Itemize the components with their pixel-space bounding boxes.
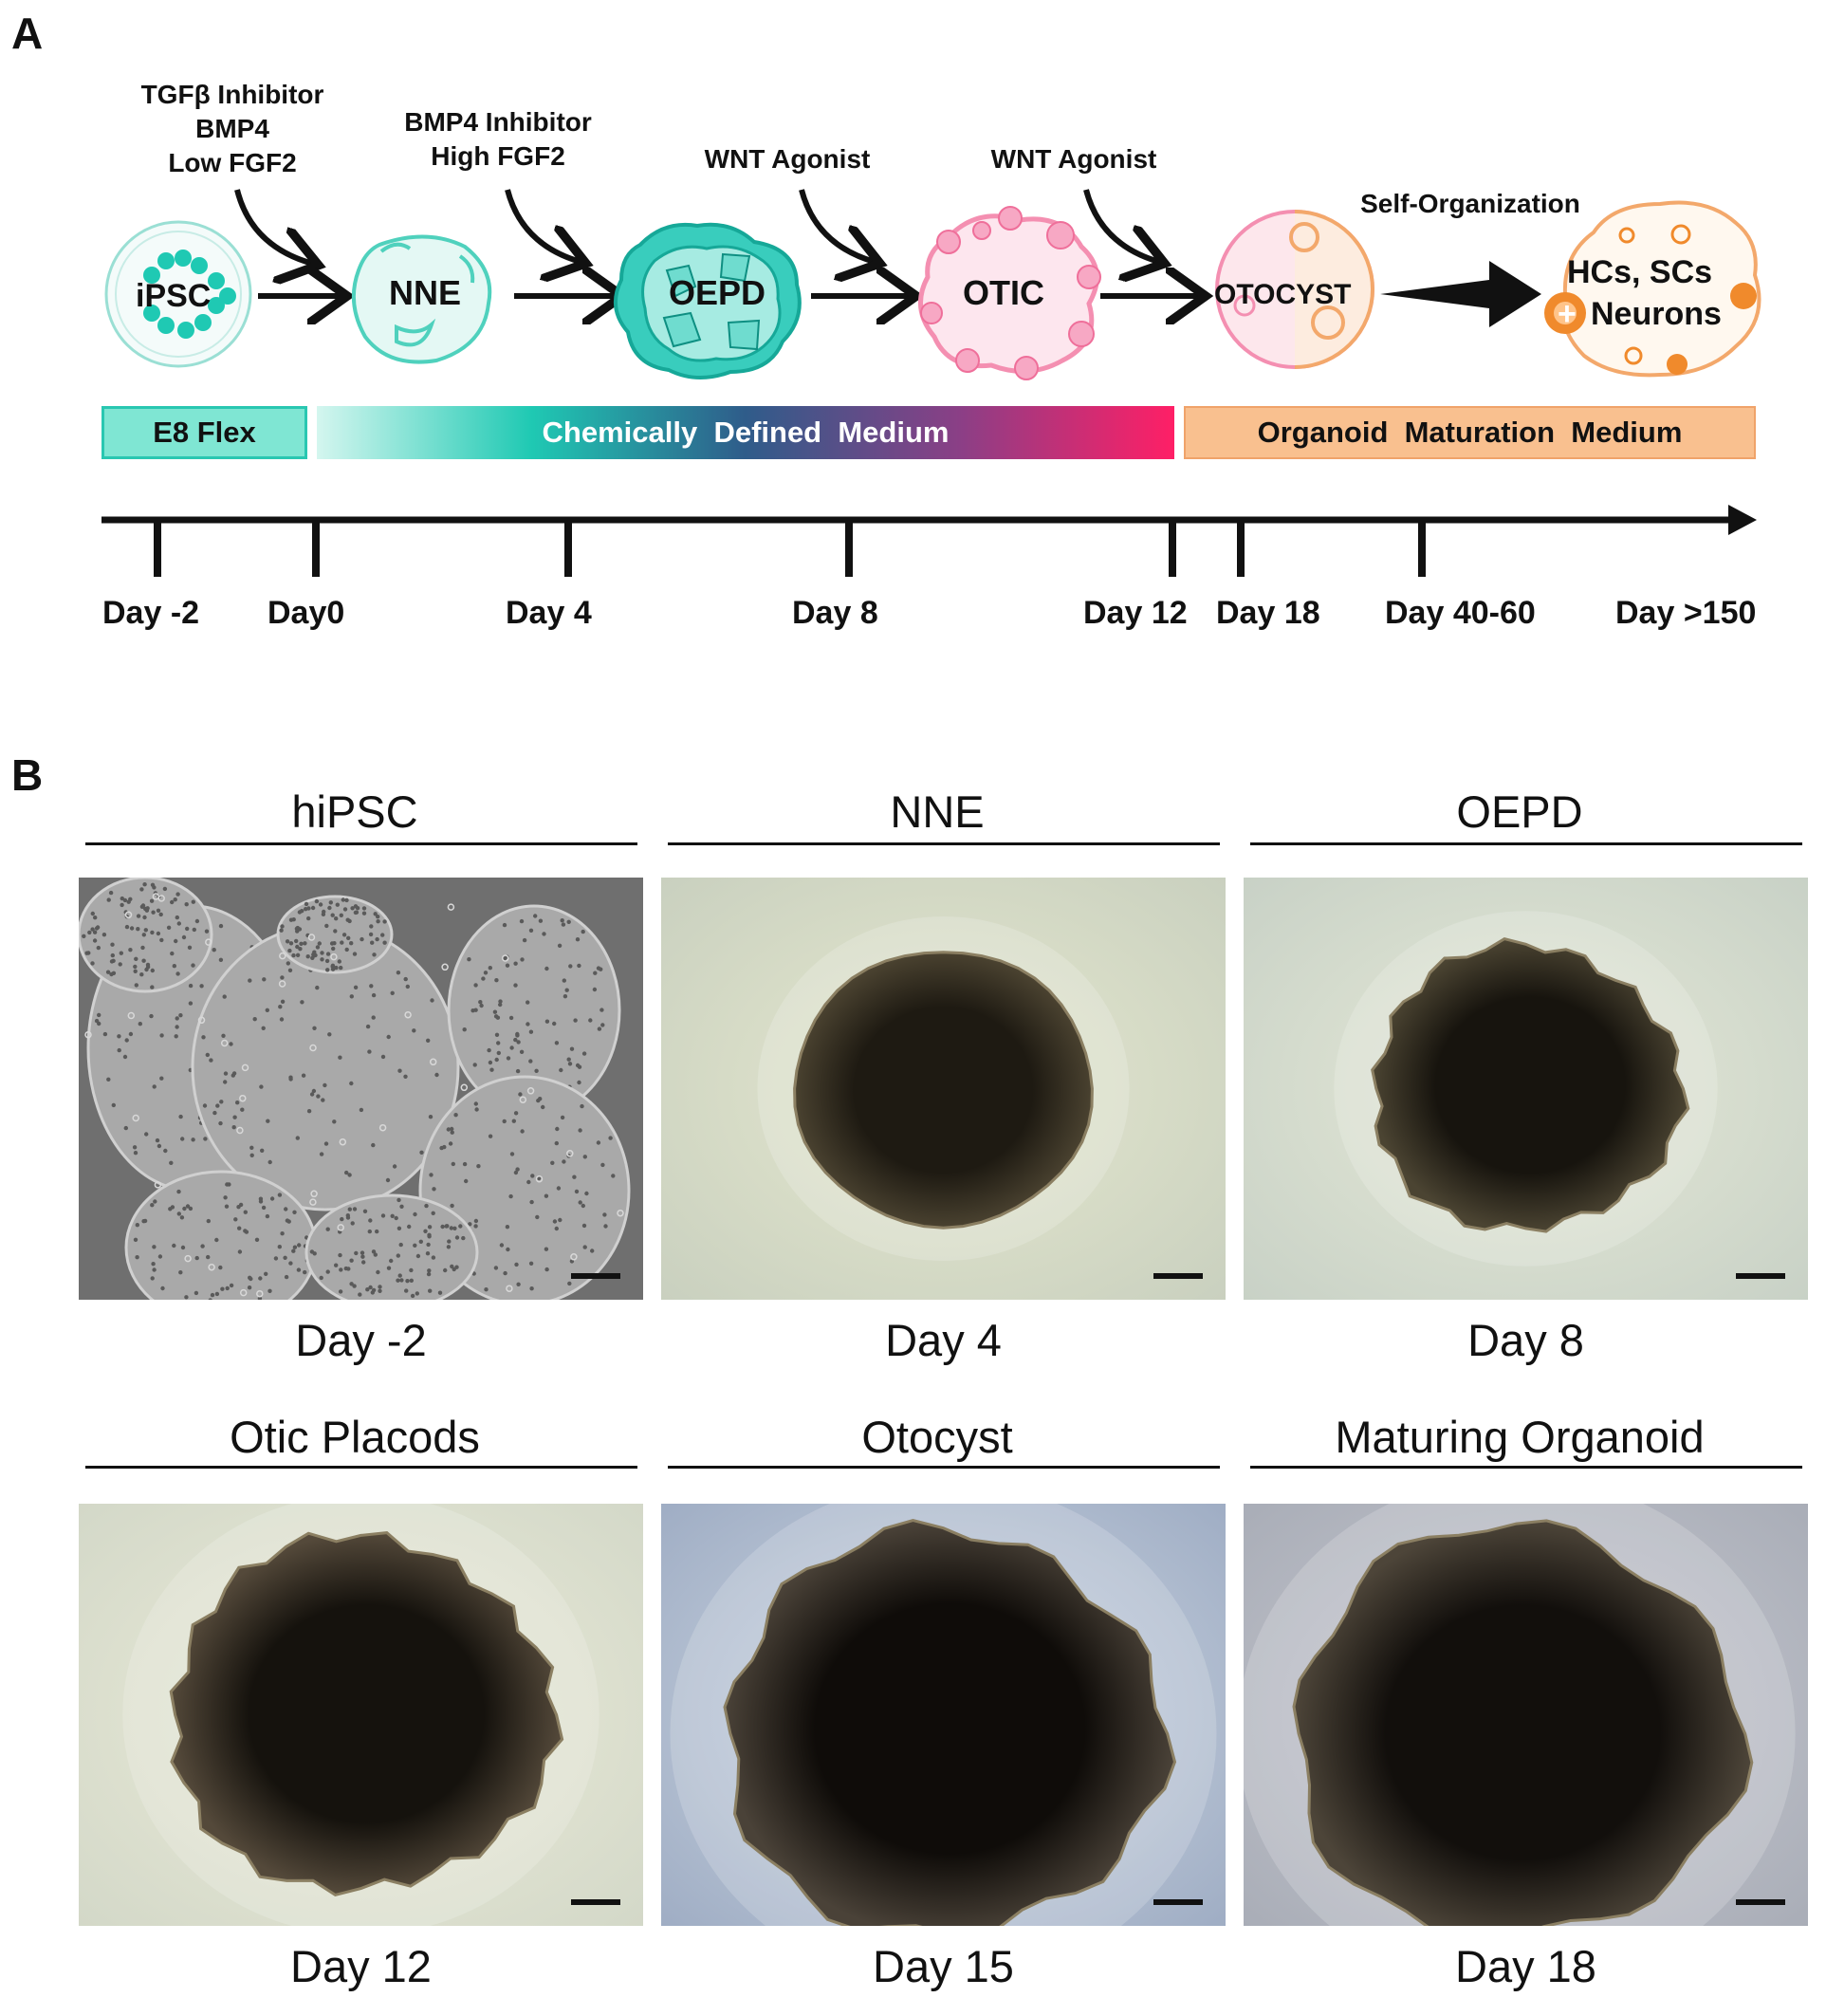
micrograph-image bbox=[79, 878, 643, 1300]
micrograph-image bbox=[79, 1504, 643, 1926]
curved-arrow bbox=[802, 190, 875, 262]
stage-label-ipsc: iPSC bbox=[136, 278, 211, 315]
timeline-label: Day0 bbox=[267, 595, 344, 632]
scale-bar bbox=[571, 1273, 620, 1279]
stage-label-neurons: Neurons bbox=[1591, 296, 1722, 333]
micrograph-day-caption: Day 18 bbox=[1244, 1940, 1808, 1992]
timeline-tick bbox=[564, 520, 572, 577]
self-organization-arrow bbox=[1380, 261, 1541, 327]
timeline-label: Day 18 bbox=[1216, 595, 1320, 632]
stage-label-nne: NNE bbox=[389, 273, 461, 313]
timeline-tick bbox=[845, 520, 853, 577]
micrograph-day-caption: Day 12 bbox=[79, 1940, 643, 1992]
micrograph-title: NNE bbox=[661, 786, 1213, 838]
micrograph-title: hiPSC bbox=[79, 786, 631, 838]
title-underline bbox=[668, 842, 1220, 845]
micrograph-image bbox=[1244, 878, 1808, 1300]
timeline-label: Day 4 bbox=[506, 595, 592, 632]
scale-bar bbox=[571, 1899, 620, 1905]
timeline-label: Day 8 bbox=[792, 595, 878, 632]
micrograph-day-caption: Day 4 bbox=[661, 1314, 1226, 1366]
timeline-label: Day 40-60 bbox=[1385, 595, 1536, 632]
timeline-tick bbox=[312, 520, 320, 577]
micrograph-day-caption: Day -2 bbox=[79, 1314, 643, 1366]
timeline-tick bbox=[154, 520, 161, 577]
scale-bar bbox=[1153, 1899, 1203, 1905]
timeline-label: Day 12 bbox=[1083, 595, 1188, 632]
timeline-tick bbox=[1237, 520, 1245, 577]
medium-bar-organoid-maturation: Organoid Maturation Medium bbox=[1184, 406, 1756, 459]
curved-arrow bbox=[507, 190, 581, 262]
timeline-tick bbox=[1169, 520, 1176, 577]
title-underline bbox=[85, 842, 637, 845]
stage-label-hcs-scs: HCs, SCs bbox=[1567, 254, 1712, 291]
medium-label: E8 Flex bbox=[153, 416, 256, 450]
micrograph-image bbox=[661, 1504, 1226, 1926]
micrograph-title: Otic Placods bbox=[79, 1411, 631, 1463]
timeline-label: Day -2 bbox=[102, 595, 199, 632]
curved-arrow bbox=[1086, 190, 1159, 262]
timeline-axis bbox=[0, 493, 1826, 588]
stage-label-otic: OTIC bbox=[963, 273, 1044, 313]
title-underline bbox=[85, 1466, 637, 1469]
micrograph-title: Maturing Organoid bbox=[1244, 1411, 1796, 1463]
micrograph-day-caption: Day 15 bbox=[661, 1940, 1226, 1992]
scale-bar bbox=[1736, 1273, 1785, 1279]
timeline-tick bbox=[1418, 520, 1426, 577]
micrograph-image bbox=[661, 878, 1226, 1300]
panel-b-letter: B bbox=[11, 749, 43, 801]
micrograph-title: Otocyst bbox=[661, 1411, 1213, 1463]
medium-label: Organoid Maturation Medium bbox=[1258, 416, 1683, 450]
medium-label: Chemically Defined Medium bbox=[543, 416, 950, 450]
differentiation-schematic bbox=[0, 0, 1826, 398]
title-underline bbox=[668, 1466, 1220, 1469]
medium-bar-e8-flex: E8 Flex bbox=[101, 406, 307, 459]
stage-label-oepd: OEPD bbox=[669, 273, 765, 313]
scale-bar bbox=[1736, 1899, 1785, 1905]
micrograph-image bbox=[1244, 1504, 1808, 1926]
timeline-label: Day >150 bbox=[1615, 595, 1756, 632]
stage-label-otocyst: OTOCYST bbox=[1214, 279, 1351, 311]
scale-bar bbox=[1153, 1273, 1203, 1279]
title-underline bbox=[1250, 842, 1802, 845]
title-underline bbox=[1250, 1466, 1802, 1469]
micrograph-day-caption: Day 8 bbox=[1244, 1314, 1808, 1366]
stage-label-plus: + bbox=[1558, 296, 1577, 333]
micrograph-title: OEPD bbox=[1244, 786, 1796, 838]
medium-bar-chemically-defined: Chemically Defined Medium bbox=[317, 406, 1174, 459]
curved-arrow bbox=[237, 190, 313, 264]
